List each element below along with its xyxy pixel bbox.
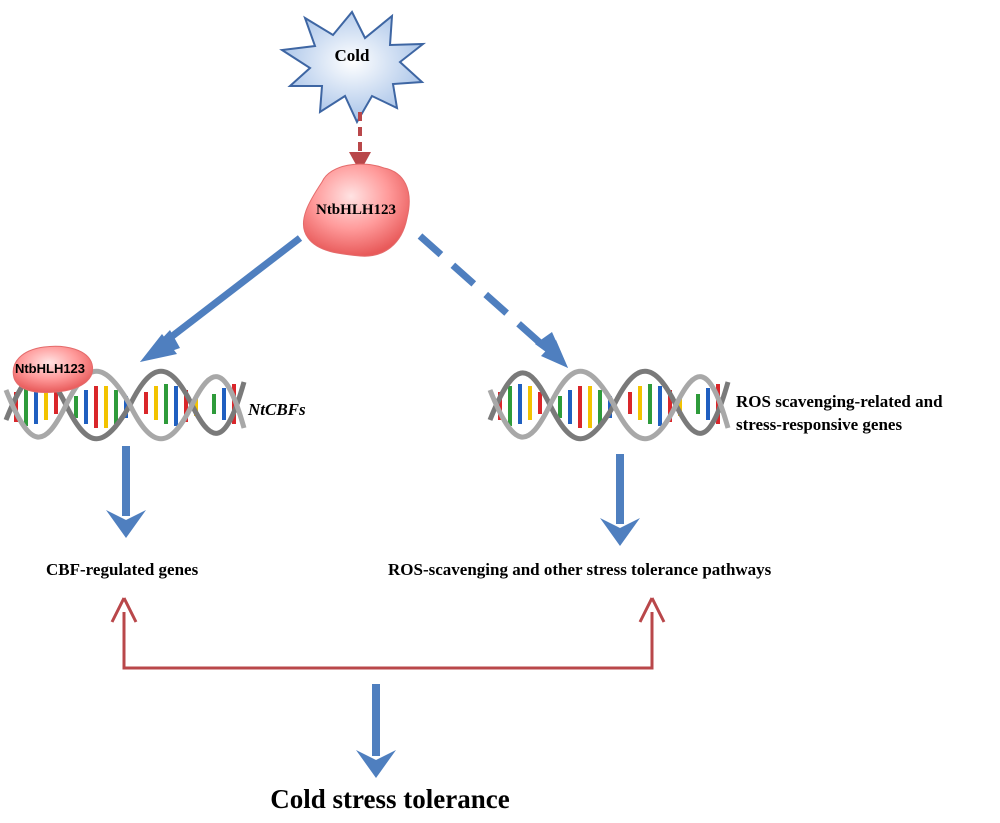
tf-label: NtbHLH123 (315, 202, 396, 218)
cold-stress-tolerance-label: Cold stress tolerance (270, 784, 510, 814)
tf-to-cbf-arrow (140, 235, 303, 362)
cold-label: Cold (334, 46, 370, 65)
cbf-regulated-label: CBF-regulated genes (46, 560, 199, 579)
tf-to-ros-arrow (417, 233, 568, 368)
bound-tf-protein (12, 345, 94, 393)
ros-genes-label-line1: ROS scavenging-related and (736, 392, 943, 411)
bound-tf-label: NtbHLH123 (14, 361, 86, 376)
ros-genes-label-line2: stress-responsive genes (736, 415, 903, 434)
ros-down-arrow (600, 454, 640, 546)
cold-to-tf-arrow (349, 112, 371, 172)
cold-stimulus-star (279, 10, 427, 125)
cbf-down-arrow (106, 446, 146, 538)
ros-pathways-label: ROS-scavenging and other stress toleranc… (388, 560, 772, 579)
ros-dna-helix (487, 369, 731, 441)
tolerance-down-arrow (356, 684, 396, 778)
cbf-gene-label: NtCBFs (248, 400, 306, 419)
tf-protein-blob (303, 163, 410, 257)
feedback-bracket (110, 597, 666, 670)
